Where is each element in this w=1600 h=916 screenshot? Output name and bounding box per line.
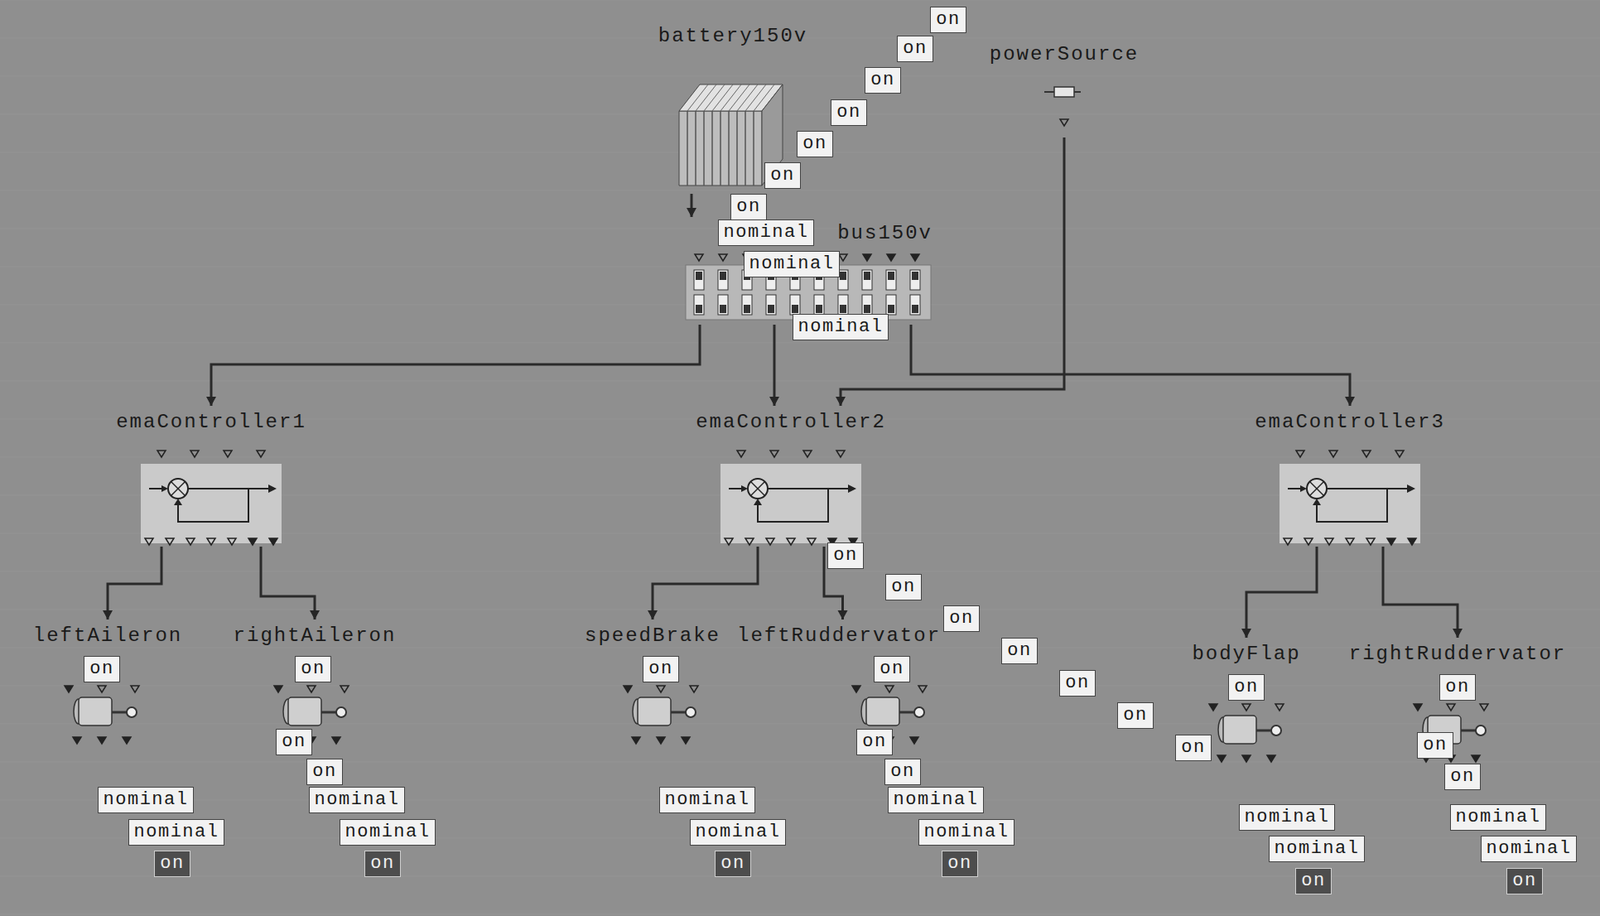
component-node: leftRuddervator — [733, 619, 952, 752]
status-tag: on — [154, 850, 190, 878]
status-tag: on — [642, 655, 679, 683]
status-tag: on — [730, 193, 767, 221]
power-wire — [647, 546, 758, 620]
status-tag: on — [884, 758, 921, 786]
status-tag: nominal — [339, 819, 437, 846]
status-tag: nominal — [1450, 804, 1547, 831]
power-wire — [206, 324, 700, 406]
status-tag: on — [941, 850, 978, 878]
component-name: rightRuddervator — [1345, 637, 1570, 666]
status-tag: nominal — [887, 786, 985, 814]
status-tag: on — [1506, 867, 1543, 895]
status-tag: on — [1175, 734, 1211, 762]
status-tag: on — [930, 6, 966, 34]
power-wire — [1383, 546, 1463, 638]
status-tag: on — [885, 573, 921, 601]
status-tag: on — [943, 605, 979, 632]
status-tag: nominal — [743, 250, 841, 278]
component-name: rightAileron — [230, 619, 400, 648]
status-tag: on — [1228, 674, 1264, 701]
status-tag: on — [1295, 867, 1331, 895]
component-node: emaController1 — [107, 405, 315, 547]
status-tag: on — [764, 162, 800, 189]
power-wire — [686, 193, 697, 217]
status-tag: on — [1117, 702, 1153, 729]
status-tag: on — [896, 35, 933, 63]
status-tag: nominal — [792, 313, 890, 341]
component-node: speedBrake — [571, 619, 734, 752]
component-node: rightAileron — [223, 619, 406, 752]
power-wire — [102, 546, 162, 620]
status-tag: nominal — [97, 786, 195, 814]
status-tag: on — [856, 728, 892, 756]
power-wire — [910, 324, 1355, 406]
power-wire — [769, 324, 780, 406]
component-node: emaController3 — [1246, 405, 1454, 547]
component-name: speedBrake — [581, 619, 724, 648]
component-name: battery150v — [655, 19, 811, 49]
component-node: powerSource — [977, 38, 1152, 138]
status-tag: on — [827, 542, 863, 569]
component-node: emaController2 — [687, 405, 895, 547]
component-name: emaController2 — [692, 405, 890, 434]
status-tag: on — [1416, 732, 1453, 759]
status-tag: nominal — [1480, 835, 1578, 863]
status-tag: on — [275, 728, 312, 756]
component-name: bus150v — [833, 216, 936, 246]
status-tag: on — [1444, 763, 1480, 791]
status-tag: on — [796, 130, 833, 158]
status-tag: nominal — [718, 219, 815, 246]
status-tag: nominal — [308, 786, 406, 814]
component-name: leftAileron — [29, 619, 186, 648]
component-name: bodyFlap — [1188, 637, 1304, 666]
power-wire — [1241, 546, 1317, 638]
power-wire — [835, 137, 1065, 406]
component-name: emaController1 — [112, 405, 310, 434]
status-tag: on — [1059, 669, 1095, 697]
status-tag: on — [864, 67, 901, 94]
status-tag: nominal — [689, 819, 787, 846]
status-tag: nominal — [128, 819, 226, 846]
component-name: leftRuddervator — [733, 619, 945, 648]
component-node: rightRuddervator — [1342, 637, 1574, 771]
status-tag: on — [714, 850, 751, 878]
power-wire — [260, 546, 320, 620]
status-tag: on — [830, 99, 867, 126]
status-tag: on — [1001, 637, 1037, 665]
status-tag: on — [364, 850, 400, 878]
status-tag: on — [83, 655, 120, 683]
component-name: emaController3 — [1251, 405, 1449, 434]
status-tag: on — [294, 655, 331, 683]
status-tag: on — [873, 655, 910, 683]
status-tag: on — [1439, 674, 1475, 701]
status-tag: nominal — [918, 819, 1016, 846]
component-node: leftAileron — [16, 619, 199, 752]
status-tag: nominal — [1238, 804, 1336, 831]
component-name: powerSource — [986, 38, 1143, 67]
status-tag: nominal — [659, 786, 757, 814]
status-tag: nominal — [1268, 835, 1366, 863]
status-tag: on — [306, 758, 343, 786]
